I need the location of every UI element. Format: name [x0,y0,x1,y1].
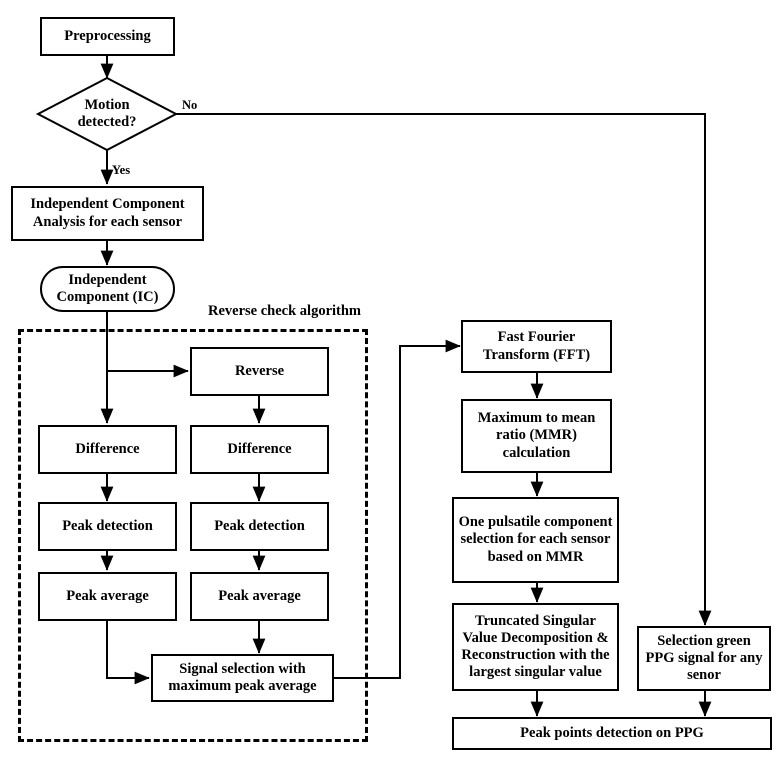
node-pulsatile-selection-label: One pulsatile component selection for ea… [458,514,613,565]
node-peak-detection-right-label: Peak detection [214,517,305,534]
node-green-ppg[interactable]: Selection green PPG signal for any senor [637,626,771,691]
node-green-ppg-label: Selection green PPG signal for any senor [645,632,763,684]
node-peak-points-label: Peak points detection on PPG [520,724,704,741]
node-tsvd-label: Truncated Singular Value Decomposition &… [461,612,610,681]
node-mmr-label: Maximum to mean ratio (MMR) calculation [477,410,596,461]
edge-label-no: No [182,98,198,112]
node-motion-detected-label: Motion detected? [77,96,137,130]
node-tsvd[interactable]: Truncated Singular Value Decomposition &… [452,603,619,691]
node-signal-selection[interactable]: Signal selection with maximum peak avera… [151,654,334,702]
node-peak-detection-right[interactable]: Peak detection [190,502,329,551]
node-signal-selection-label: Signal selection with maximum peak avera… [168,660,317,694]
node-peak-detection-left-label: Peak detection [62,517,153,534]
node-difference-left-label: Difference [75,440,140,457]
node-pulsatile-selection[interactable]: One pulsatile component selection for ea… [452,497,619,583]
node-peak-points[interactable]: Peak points detection on PPG [452,717,772,750]
node-reverse-label: Reverse [234,362,285,379]
node-peak-detection-left[interactable]: Peak detection [38,502,177,551]
node-difference-right[interactable]: Difference [190,425,329,474]
node-independent-component-label: Independent Component (IC) [56,271,159,305]
node-preprocessing[interactable]: Preprocessing [40,17,175,56]
node-preprocessing-label: Preprocessing [64,27,151,44]
edge-label-yes: Yes [112,163,131,177]
node-fft-label: Fast Fourier Transform (FFT) [482,329,591,363]
node-peak-average-right-label: Peak average [218,587,301,604]
group-label-reverse-check-algorithm: Reverse check algorithm [208,303,362,319]
node-difference-left[interactable]: Difference [38,425,177,474]
node-mmr[interactable]: Maximum to mean ratio (MMR) calculation [461,399,612,473]
node-peak-average-right[interactable]: Peak average [190,572,329,621]
node-independent-component[interactable]: Independent Component (IC) [40,266,175,312]
node-ica-label: Independent Component Analysis for each … [30,196,185,230]
node-motion-detected[interactable]: Motion detected? [46,84,168,144]
node-fft[interactable]: Fast Fourier Transform (FFT) [461,320,612,373]
node-peak-average-left-label: Peak average [66,587,149,604]
node-reverse[interactable]: Reverse [190,347,329,396]
node-peak-average-left[interactable]: Peak average [38,572,177,621]
node-difference-right-label: Difference [227,440,292,457]
node-ica[interactable]: Independent Component Analysis for each … [11,186,204,241]
group-reverse-check-algorithm [18,329,368,742]
